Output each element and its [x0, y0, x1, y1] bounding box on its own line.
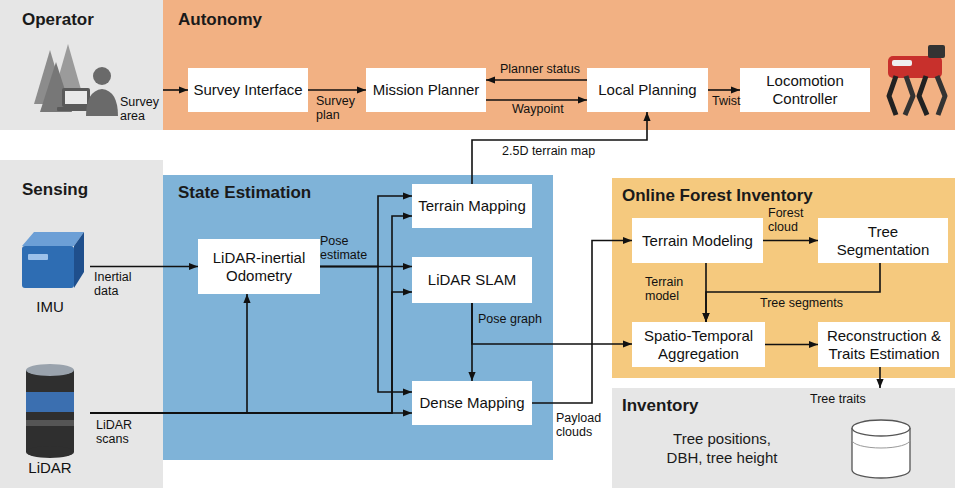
edge-label: Terrain model: [645, 275, 703, 304]
sensor-panel: SensingIMU LiDAR: [0, 160, 163, 488]
process-label: Local Planning: [598, 81, 696, 99]
sensor-node: LiDAR: [10, 355, 90, 483]
edge-label: Tree segments: [760, 296, 843, 310]
imu-device: [22, 232, 84, 288]
process-box: Terrain Mapping: [412, 184, 532, 228]
process-box: Reconstruction & Traits Estimation: [818, 322, 950, 367]
device-label: IMU: [10, 298, 90, 315]
connector: [705, 263, 707, 322]
edge-label-anchor: Tree traits: [810, 392, 866, 406]
connector: [765, 344, 818, 346]
connector: [532, 241, 632, 404]
connector: [472, 303, 632, 344]
connector: [320, 266, 412, 268]
group-note: Tree positions, DBH, tree height: [657, 430, 787, 468]
edge-label: Survey area: [120, 95, 162, 124]
edge-label-anchor: Planner status: [500, 62, 580, 76]
connector: [486, 99, 587, 101]
edge-label: Waypoint: [512, 102, 564, 116]
connector: [486, 79, 587, 81]
edge-label: 2.5D terrain map: [502, 144, 595, 158]
connector: [90, 266, 198, 268]
edge-label: LiDAR scans: [96, 418, 141, 447]
connector: [763, 240, 818, 242]
group-title: Operator: [22, 10, 94, 30]
process-box: Tree Segmentation: [818, 218, 948, 263]
connector: [472, 112, 647, 184]
edge-label-anchor: Survey plan: [316, 94, 358, 123]
process-label: Dense Mapping: [419, 394, 524, 412]
connector: [90, 216, 412, 413]
connector: [471, 303, 473, 381]
edge-label: Payload clouds: [556, 411, 608, 440]
database-cylinder: [852, 420, 910, 478]
process-label: LiDAR SLAM: [428, 271, 516, 289]
device-label: LiDAR: [10, 459, 90, 476]
process-box: Locomotion Controller: [740, 68, 870, 112]
group-title: Sensing: [22, 180, 88, 200]
edge-label: Planner status: [500, 62, 580, 76]
process-box: Spatio-Temporal Aggregation: [632, 322, 765, 367]
edge-label-anchor: Pose estimate: [320, 234, 372, 263]
process-box: Mission Planner: [366, 68, 486, 112]
connector: [90, 412, 412, 414]
edge-label-anchor: Waypoint: [512, 102, 564, 116]
connector: [163, 89, 188, 91]
process-label: Terrain Modeling: [642, 232, 753, 250]
edge-label: Pose estimate: [320, 234, 372, 263]
output-panel: InventoryTree positions, DBH, tree heigh…: [612, 388, 955, 488]
process-label: Spatio-Temporal Aggregation: [636, 327, 761, 363]
edge-label-anchor: 2.5D terrain map: [502, 144, 595, 158]
connector: [90, 292, 412, 413]
lidar-device: [26, 364, 74, 458]
process-box: LiDAR-inertial Odometry: [198, 239, 320, 294]
edge-label-anchor: Pose graph: [478, 312, 542, 326]
edge-label: Twist: [712, 94, 740, 108]
robot-figure: [888, 45, 945, 115]
edge-label-anchor: Tree segments: [760, 296, 843, 310]
process-label: LiDAR-inertial Odometry: [202, 249, 316, 285]
edge-label: Tree traits: [810, 392, 866, 406]
group-title: State Estimation: [178, 183, 311, 203]
group-title: Online Forest Inventory: [622, 186, 813, 206]
group-title: Inventory: [622, 396, 699, 416]
edge-label-anchor: LiDAR scans: [96, 418, 141, 447]
edge-label-anchor: Terrain model: [645, 275, 703, 304]
connector: [320, 196, 412, 267]
connector: [308, 89, 366, 91]
process-box: Dense Mapping: [412, 381, 532, 425]
process-label: Survey Interface: [193, 81, 302, 99]
edge-label: Survey plan: [316, 94, 358, 123]
process-label: Locomotion Controller: [744, 72, 866, 108]
connector: [90, 294, 247, 413]
connector: [320, 267, 412, 393]
process-box: Survey Interface: [188, 68, 308, 112]
connector: [708, 89, 740, 91]
edge-label: Inertial data: [94, 270, 142, 299]
connector: [706, 263, 880, 322]
edge-label: Forest cloud: [768, 206, 813, 235]
process-box: LiDAR SLAM: [412, 257, 532, 303]
edge-label-anchor: Twist: [712, 94, 740, 108]
process-label: Mission Planner: [373, 81, 480, 99]
process-label: Terrain Mapping: [418, 197, 526, 215]
edge-label-anchor: Survey area: [120, 95, 162, 124]
process-label: Tree Segmentation: [822, 223, 944, 259]
edge-label-anchor: Payload clouds: [556, 411, 608, 440]
edge-label-anchor: Inertial data: [94, 270, 142, 299]
sensor-node: IMU: [10, 222, 90, 322]
process-box: Local Planning: [587, 68, 708, 112]
connector: [879, 367, 881, 388]
operator-icon: [34, 44, 118, 116]
edge-label-anchor: Forest cloud: [768, 206, 813, 235]
group-title: Autonomy: [178, 10, 262, 30]
process-label: Reconstruction & Traits Estimation: [822, 327, 946, 363]
process-box: Terrain Modeling: [632, 218, 763, 263]
edge-label: Pose graph: [478, 312, 542, 326]
